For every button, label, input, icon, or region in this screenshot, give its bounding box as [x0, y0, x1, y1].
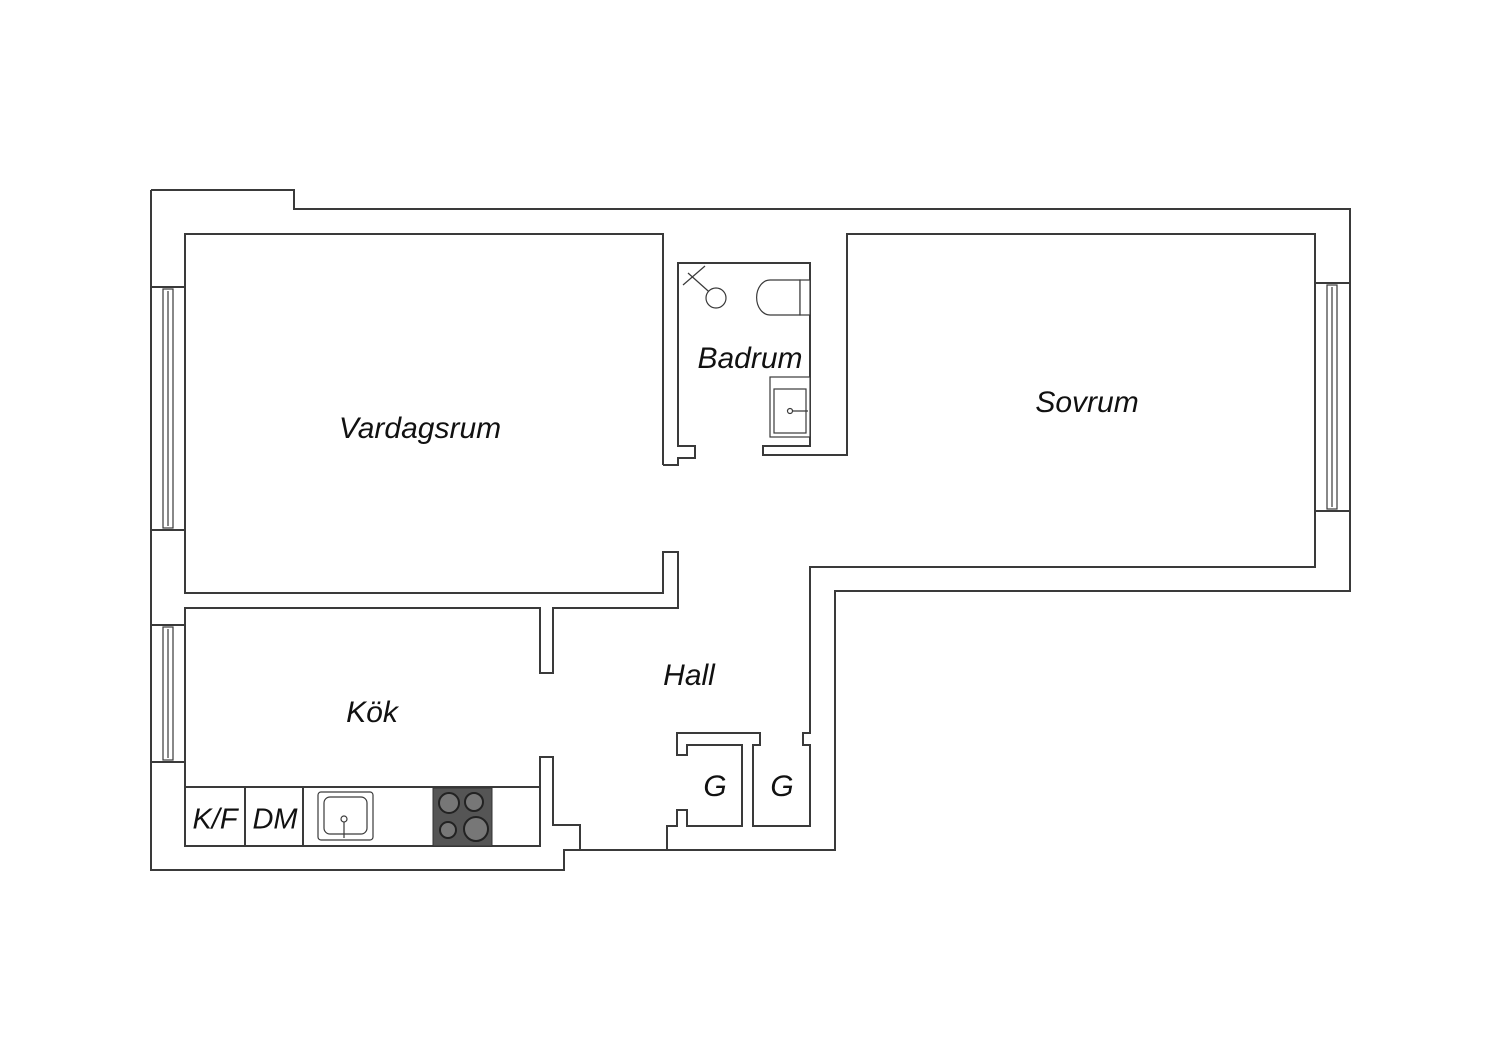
window: [151, 286, 185, 531]
outer-wall: [150, 189, 1351, 871]
bathroom-sink-icon: [769, 376, 811, 438]
bathroom-wall: [663, 233, 1316, 850]
room-label-living-room: Vardagsrum: [338, 412, 502, 445]
room-label-hall: Hall: [663, 659, 715, 692]
room-label-kitchen: Kök: [346, 696, 398, 729]
dishwasher-label: DM: [252, 803, 298, 836]
closet-label: G: [770, 770, 794, 803]
kitchen-sink-icon: [317, 791, 374, 841]
kitchen-counter: [184, 786, 541, 847]
room-label-bathroom: Badrum: [697, 342, 803, 375]
living-room-wall: [184, 233, 679, 846]
toilet-icon: [756, 279, 811, 316]
kitchen-wall: [539, 756, 581, 850]
stove-icon: [432, 787, 493, 847]
window: [1315, 282, 1350, 512]
shower-icon: [682, 265, 727, 309]
closet-label: G: [703, 770, 727, 803]
window: [151, 624, 185, 763]
fridge-freezer-label: K/F: [192, 803, 238, 836]
room-label-bedroom: Sovrum: [1035, 386, 1139, 419]
